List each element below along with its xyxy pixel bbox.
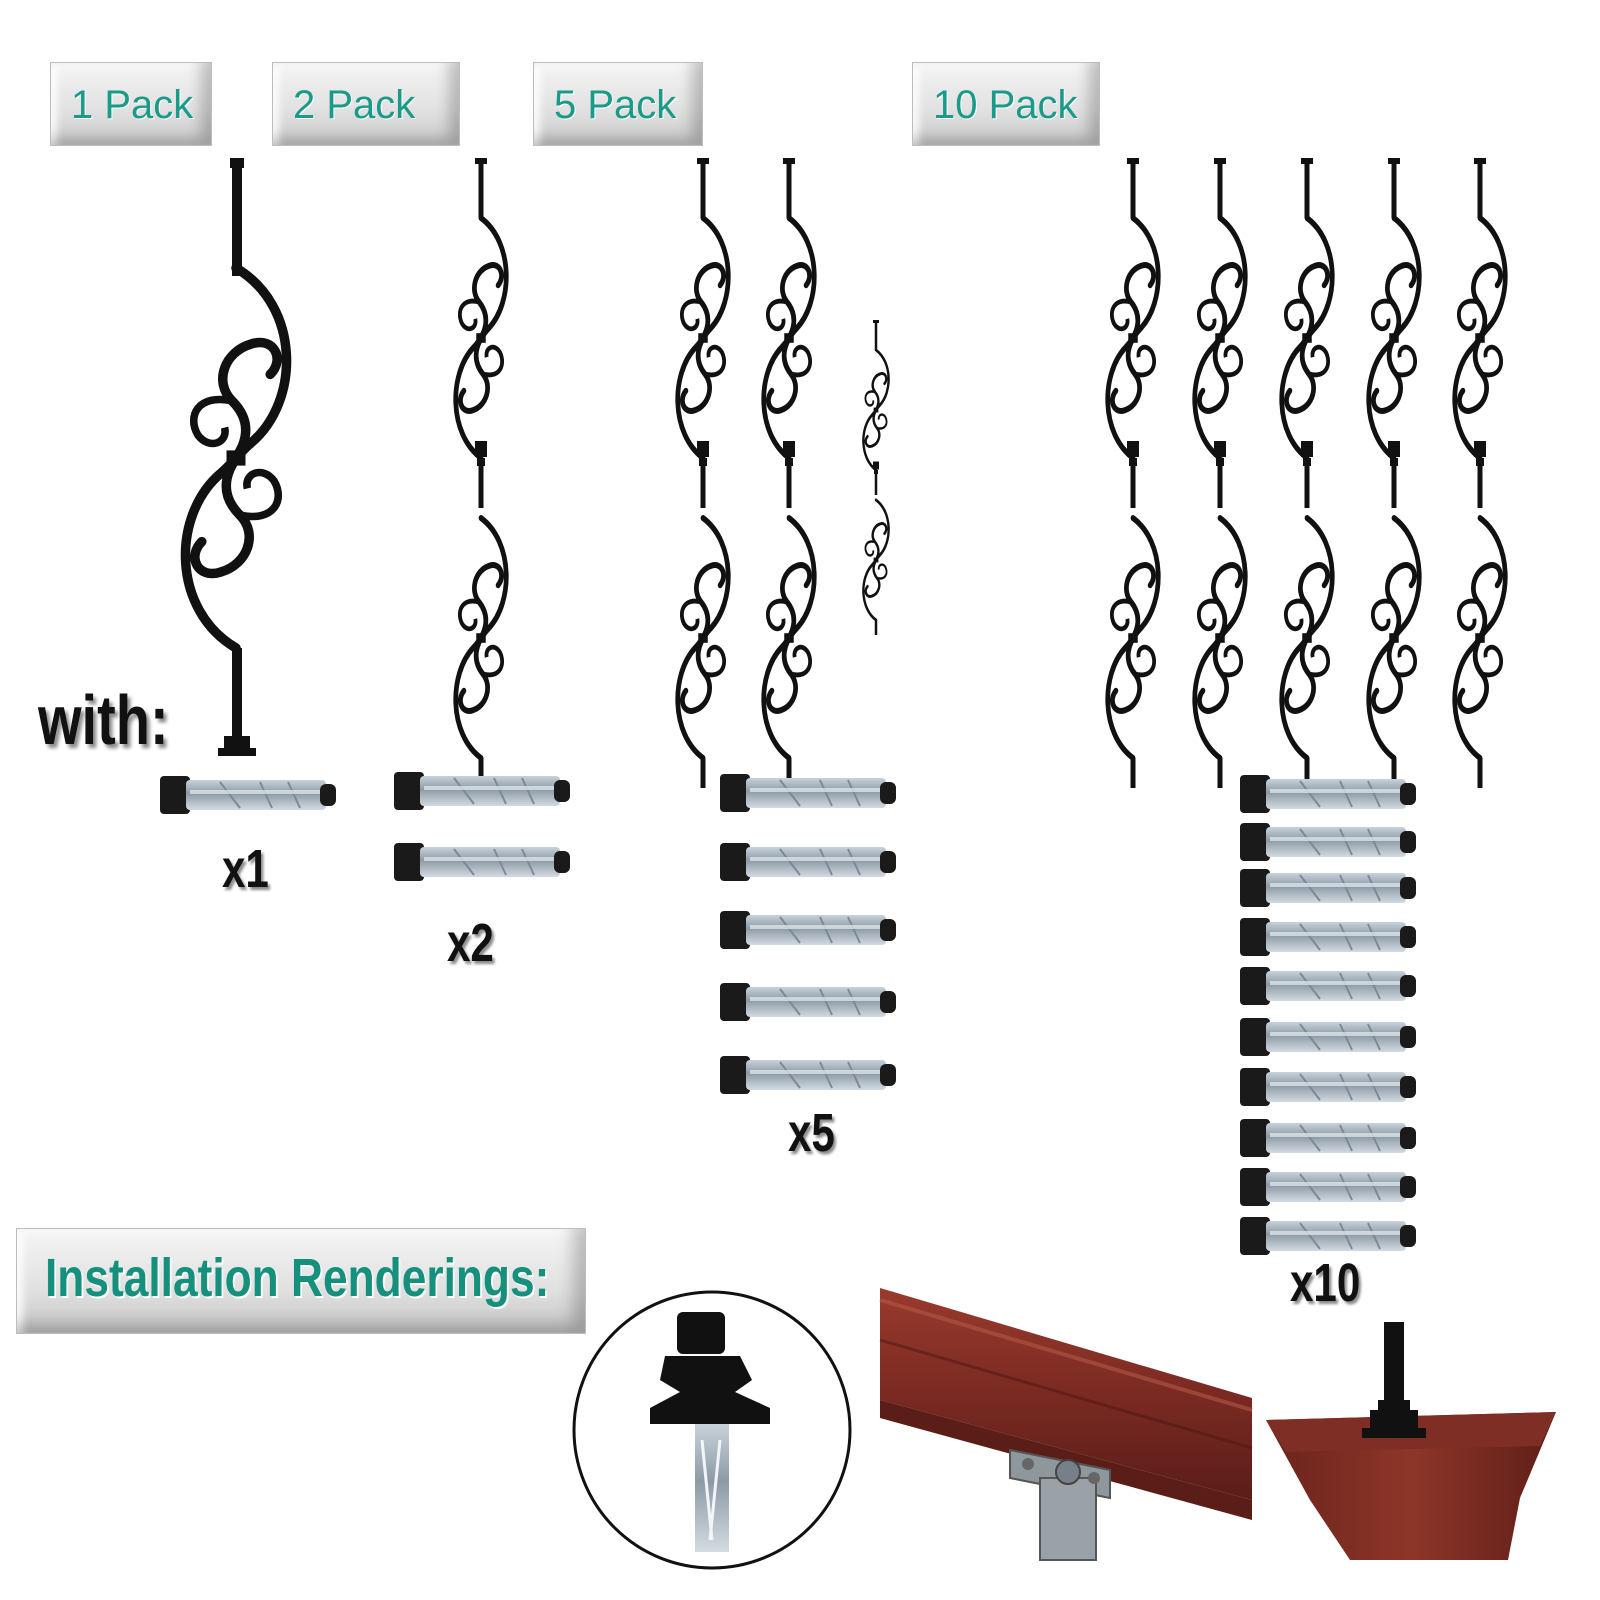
shoe-anchor-closeup <box>572 1290 852 1570</box>
post-base-render <box>1266 1322 1556 1560</box>
baluster-large <box>185 158 286 756</box>
installation-tag: Installation Renderings: <box>16 1228 586 1334</box>
count-label-10: x10 <box>1290 1253 1361 1313</box>
pack-tag-5: 5 Pack <box>533 62 703 146</box>
pack-label: 5 Pack <box>554 83 677 127</box>
count-label-5: x5 <box>788 1103 835 1163</box>
anchors-5pack <box>719 773 897 1095</box>
pack-tag-10: 10 Pack <box>912 62 1100 146</box>
count-label-1: x1 <box>222 839 269 899</box>
handrail-bracket-render <box>879 1288 1253 1561</box>
installation-label: Installation Renderings: <box>45 1248 550 1308</box>
anchors-2pack <box>393 771 571 882</box>
anchors-10pack <box>1239 774 1417 1256</box>
baluster-2pack <box>456 158 507 788</box>
balusters-5pack <box>678 158 889 788</box>
pack-label: 1 Pack <box>71 83 194 127</box>
with-label: with: <box>38 681 169 759</box>
count-label-2: x2 <box>447 913 494 973</box>
pack-label: 10 Pack <box>933 83 1078 127</box>
anchors-1pack <box>159 775 337 815</box>
pack-label: 2 Pack <box>293 83 416 127</box>
pack-tag-2: 2 Pack <box>272 62 460 146</box>
balusters-10pack <box>1108 158 1506 788</box>
pack-tag-1: 1 Pack <box>50 62 212 146</box>
